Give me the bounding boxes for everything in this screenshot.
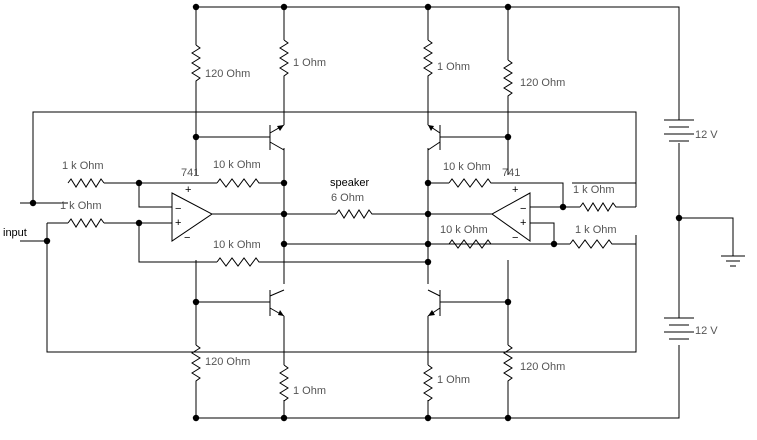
label-10k-left-top: 10 k Ohm [213, 159, 261, 171]
opamp-right-minus-2: − [512, 232, 518, 244]
resistor-120-top-right [503, 59, 513, 100]
resistor-10k-right-top [448, 178, 497, 188]
opamp-right: + − + − [491, 184, 531, 244]
label-120-top-left: 120 Ohm [205, 68, 250, 80]
resistor-1-bottom-right [423, 364, 433, 402]
resistors [67, 39, 620, 402]
label-1k-input-top: 1 k Ohm [62, 160, 104, 172]
opamp-left: + − + − [171, 184, 213, 244]
opamp-left-minus: − [175, 203, 181, 215]
transistor-bottom-right [427, 289, 441, 317]
label-10k-right-bottom: 10 k Ohm [440, 224, 488, 236]
opamp-right-plus: + [512, 184, 518, 196]
label-battery-bottom: 12 V [695, 325, 718, 337]
label-speaker-value: 6 Ohm [331, 192, 364, 204]
label-10k-left-bottom: 10 k Ohm [213, 239, 261, 251]
battery-top [664, 119, 694, 142]
resistor-10k-left-bottom [216, 257, 265, 267]
resistor-1k-input-bottom [67, 218, 105, 228]
ground-symbol [721, 255, 745, 267]
label-1k-input-bottom: 1 k Ohm [60, 200, 102, 212]
transistors [269, 124, 441, 317]
opamp-right-plus-2: + [520, 217, 526, 229]
resistor-1k-input-top [67, 178, 105, 188]
opamp-left-plus: + [185, 184, 191, 196]
resistor-1k-right-bottom [569, 239, 620, 249]
label-1k-right-bottom: 1 k Ohm [575, 224, 617, 236]
junctions [29, 3, 683, 422]
label-10k-right-top: 10 k Ohm [443, 161, 491, 173]
resistor-120-bottom-left [191, 344, 201, 392]
battery-bottom [664, 317, 694, 340]
opamp-right-minus: − [520, 203, 526, 215]
speaker-6-ohm [335, 209, 376, 219]
transistor-top-left [269, 124, 285, 151]
resistor-1-top-left [279, 39, 289, 80]
transistor-bottom-left [269, 289, 285, 317]
labels: input 120 Ohm 1 Ohm 1 Ohm 120 Ohm 120 Oh… [3, 57, 718, 397]
label-opamp-left: 741 [181, 167, 199, 179]
resistor-1k-right-top [579, 202, 620, 212]
label-1k-right-top: 1 k Ohm [573, 184, 615, 196]
label-speaker: speaker [330, 177, 369, 189]
label-1-bottom-right: 1 Ohm [437, 374, 470, 386]
transistor-top-right [427, 124, 441, 151]
opamp-left-plus-2: + [175, 217, 181, 229]
label-120-top-right: 120 Ohm [520, 77, 565, 89]
label-1-top-right: 1 Ohm [437, 61, 470, 73]
resistor-10k-right-bottom [448, 239, 497, 249]
resistor-10k-left-top [216, 178, 265, 188]
opamp-left-minus-2: − [184, 232, 190, 244]
resistor-1-bottom-left [279, 364, 289, 402]
label-120-bottom-left: 120 Ohm [205, 356, 250, 368]
label-120-bottom-right: 120 Ohm [520, 361, 565, 373]
resistor-120-bottom-right [503, 344, 513, 392]
label-1-top-left: 1 Ohm [293, 57, 326, 69]
label-opamp-right: 741 [502, 167, 520, 179]
label-1-bottom-left: 1 Ohm [293, 385, 326, 397]
label-battery-top: 12 V [695, 129, 718, 141]
resistor-1-top-right [423, 39, 433, 80]
resistor-120-top-left [191, 44, 201, 92]
input-label: input [3, 227, 27, 239]
wires [20, 6, 734, 419]
